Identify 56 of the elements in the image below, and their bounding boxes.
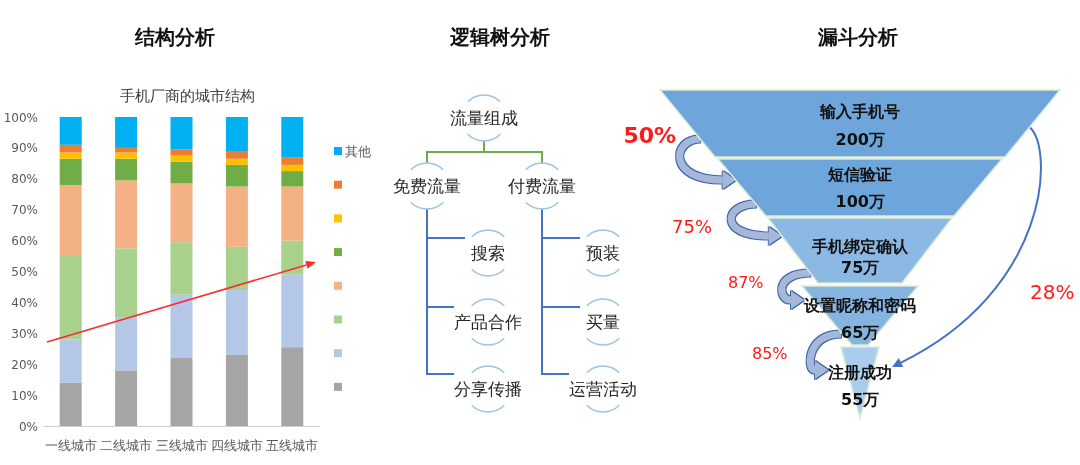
tree-node	[508, 163, 576, 209]
axis-tick-label: 80%	[11, 172, 38, 187]
category-label: 五线城市	[266, 438, 319, 453]
connector-line	[541, 208, 570, 375]
node-label: 付费流量	[508, 176, 576, 196]
stage-name: 手机绑定确认	[812, 237, 908, 257]
node-label: 预装	[586, 243, 620, 263]
tree-node	[454, 299, 522, 345]
stage-count: 65万	[841, 323, 880, 343]
axis-tick-label: 10%	[11, 388, 38, 403]
curved-arrow	[676, 135, 736, 189]
funnel-stage	[768, 218, 952, 283]
stage-count: 75万	[841, 258, 880, 278]
node-label: 免费流量	[393, 176, 461, 196]
funnel-stage	[828, 347, 892, 418]
stage-count: 55万	[841, 390, 880, 410]
axis-tick-label: 50%	[11, 265, 38, 279]
node-label: 买量	[586, 312, 620, 332]
connector-line	[426, 208, 455, 375]
axis-tick-label: 20%	[11, 357, 38, 372]
curved-arrow	[727, 200, 782, 245]
tree-node	[569, 366, 637, 412]
node-label: 搜索	[471, 243, 505, 263]
tree-node	[454, 366, 522, 412]
axis-tick-label: 90%	[11, 141, 38, 156]
tree-node	[450, 95, 518, 141]
axis-tick-label: 40%	[11, 295, 38, 310]
stage-name: 注册成功	[828, 363, 892, 383]
funnel-stage	[718, 159, 1002, 216]
node-label: 分享传播	[454, 379, 522, 399]
curved-arrow	[892, 126, 1042, 368]
stage-name: 输入手机号	[820, 102, 900, 122]
category-label: 二线城市	[100, 438, 153, 453]
category-label: 一线城市	[44, 438, 97, 453]
curved-arrow	[778, 269, 811, 309]
panel-heading: 结构分析	[135, 25, 215, 49]
tree-node	[393, 163, 461, 209]
axis-tick-label: 60%	[11, 234, 38, 249]
axis-tick-label: 0%	[18, 419, 38, 434]
category-label: 三线城市	[155, 438, 208, 453]
funnel-stage	[802, 286, 918, 345]
legend-label: 其他	[345, 143, 371, 159]
stage-name: 短信验证	[828, 165, 892, 185]
axis-tick-label: 30%	[11, 326, 38, 341]
chart-title: 手机厂商的城市结构	[119, 87, 255, 105]
category-label: 四线城市	[210, 438, 263, 453]
node-label: 运营活动	[569, 379, 637, 399]
node-label: 产品合作	[454, 312, 522, 332]
panel-heading: 逻辑树分析	[450, 25, 550, 49]
axis-tick-label: 100%	[3, 110, 38, 125]
axis-tick-label: 70%	[11, 203, 38, 218]
stage-count: 200万	[835, 130, 885, 150]
panel-heading: 漏斗分析	[818, 25, 898, 49]
stage-count: 100万	[835, 192, 885, 212]
node-label: 流量组成	[450, 108, 518, 128]
stage-name: 设置昵称和密码	[804, 296, 916, 316]
